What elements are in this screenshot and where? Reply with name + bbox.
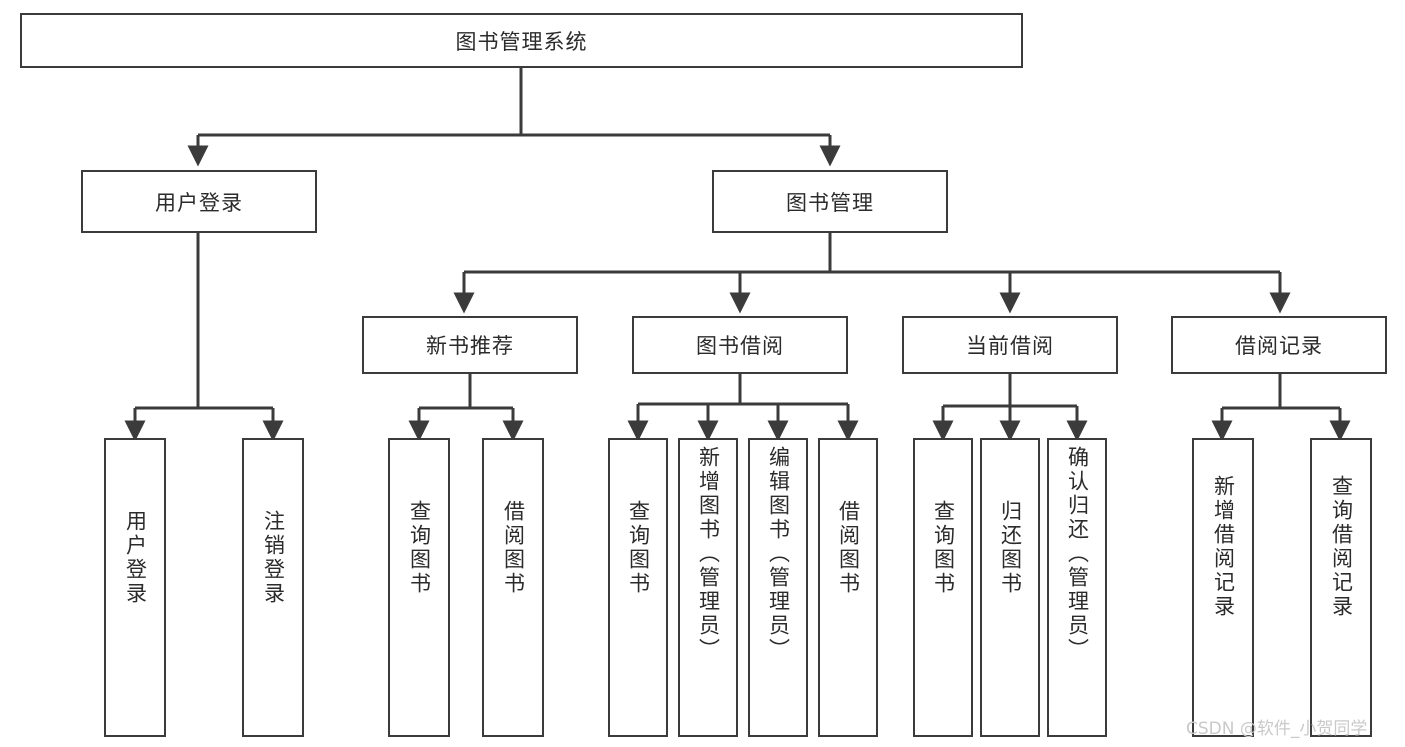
leaf-new-book-query[interactable]: 查询图书 <box>388 438 450 737</box>
leaf-new-book-borrow[interactable]: 借阅图书 <box>482 438 544 737</box>
node-label: 新增借阅记录 <box>1211 475 1236 619</box>
node-label: 查询图书 <box>626 500 651 596</box>
node-label: 编辑图书（管理员） <box>766 446 791 662</box>
leaf-current-confirm-return-admin[interactable]: 确认归还（管理员） <box>1047 438 1107 737</box>
node-label: 借阅图书 <box>836 500 861 596</box>
watermark: CSDN @软件_小贺同学 <box>1186 719 1368 739</box>
node-label: 借阅图书 <box>501 500 526 596</box>
node-label: 查询图书 <box>931 500 956 596</box>
leaf-borrow-query-book[interactable]: 查询图书 <box>608 438 668 737</box>
node-label: 当前借阅 <box>966 334 1054 358</box>
node-label: 图书借阅 <box>696 334 784 358</box>
node-label: 新书推荐 <box>426 334 514 358</box>
node-user-login[interactable]: 用户登录 <box>81 170 317 233</box>
node-new-book-recommend[interactable]: 新书推荐 <box>362 316 578 374</box>
leaf-borrow-add-book-admin[interactable]: 新增图书（管理员） <box>678 438 738 737</box>
node-book-management[interactable]: 图书管理 <box>712 170 948 233</box>
node-label: 查询借阅记录 <box>1329 475 1354 619</box>
node-label: 借阅记录 <box>1235 334 1323 358</box>
leaf-borrow-borrow-book[interactable]: 借阅图书 <box>818 438 878 737</box>
node-label: 确认归还（管理员） <box>1065 446 1090 662</box>
node-label: 新增图书（管理员） <box>696 446 721 662</box>
leaf-user-login-logout[interactable]: 注销登录 <box>242 438 304 737</box>
node-label: 查询图书 <box>407 500 432 596</box>
leaf-current-query-book[interactable]: 查询图书 <box>913 438 973 737</box>
node-label: 用户登录 <box>123 510 148 606</box>
node-book-borrow[interactable]: 图书借阅 <box>632 316 848 374</box>
node-label: 图书管理系统 <box>455 29 588 54</box>
leaf-record-add[interactable]: 新增借阅记录 <box>1192 438 1254 737</box>
leaf-user-login-login[interactable]: 用户登录 <box>104 438 166 737</box>
node-label: 归还图书 <box>998 500 1023 596</box>
node-current-borrow[interactable]: 当前借阅 <box>902 316 1118 374</box>
node-root[interactable]: 图书管理系统 <box>20 13 1023 68</box>
node-label: 注销登录 <box>261 510 286 606</box>
node-label: 图书管理 <box>786 190 874 215</box>
leaf-current-return-book[interactable]: 归还图书 <box>980 438 1040 737</box>
leaf-borrow-edit-book-admin[interactable]: 编辑图书（管理员） <box>748 438 808 737</box>
leaf-record-query[interactable]: 查询借阅记录 <box>1310 438 1372 737</box>
node-borrow-record[interactable]: 借阅记录 <box>1171 316 1387 374</box>
node-label: 用户登录 <box>155 190 243 215</box>
